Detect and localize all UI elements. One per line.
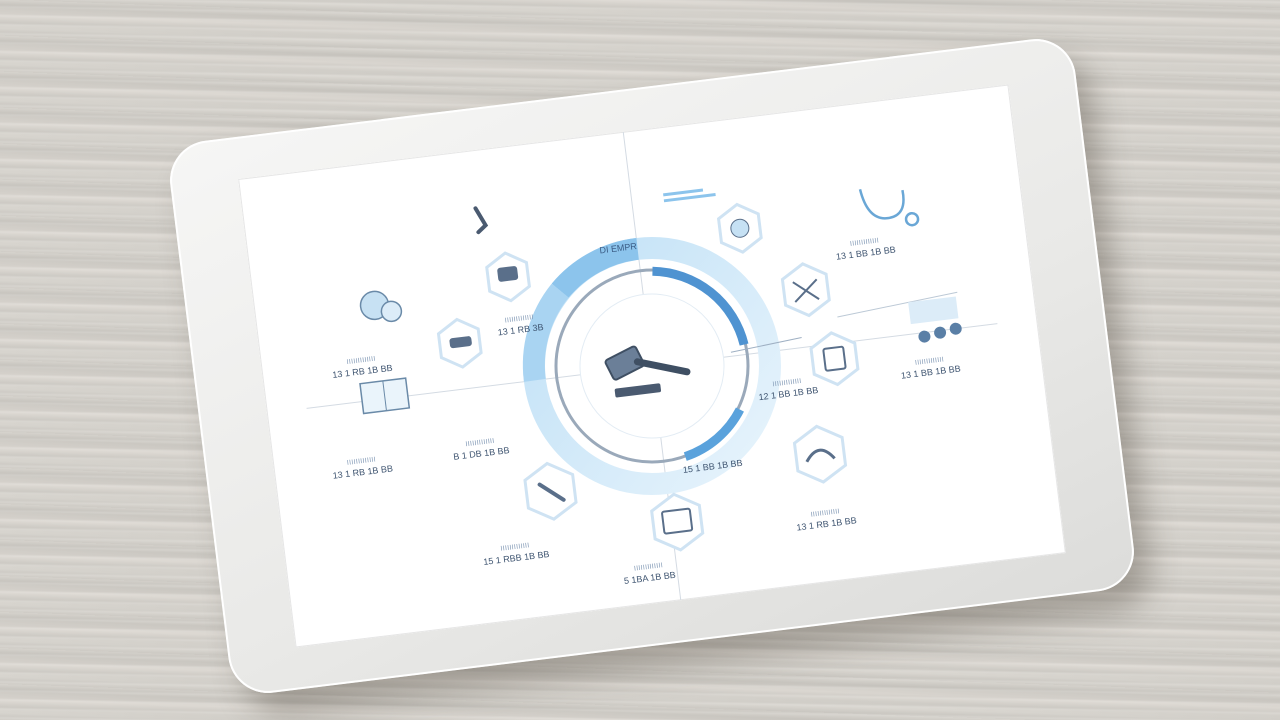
- chart-dots-icon: [908, 296, 962, 343]
- connector-line-2: [837, 291, 958, 318]
- hex-node-5: [809, 331, 860, 387]
- hex-node-8: [650, 492, 705, 552]
- book-icon: [359, 377, 411, 415]
- tablet-device: DI EMPR IIIIIIIIIIIII 13 1 RB 3B IIIIIII…: [165, 34, 1139, 698]
- ring-progress-segment: [652, 266, 749, 346]
- tablet-screen: DI EMPR IIIIIIIIIIIII 13 1 RB 3B IIIIIII…: [238, 84, 1066, 648]
- ring-progress-segment-2: [683, 407, 744, 461]
- hex-node-6: [792, 424, 848, 484]
- hex-node-7: [523, 461, 578, 521]
- title-bars-icon: [663, 188, 716, 203]
- connector-line: [730, 337, 802, 353]
- hex-node-1: [485, 251, 531, 303]
- hex-node-2: [436, 317, 483, 369]
- gavel-icon: [604, 345, 691, 398]
- ring-accent-top: [551, 237, 640, 298]
- inner-ring: [554, 268, 750, 464]
- hex-node-3: [716, 202, 763, 254]
- molecule-icon: [359, 290, 403, 323]
- outer-ring: [523, 237, 781, 495]
- microscope-icon: [473, 206, 489, 235]
- hex-node-4: [780, 262, 831, 318]
- ring-accent-left: [522, 283, 569, 382]
- stethoscope-icon: [858, 189, 920, 227]
- infographic-canvas: [306, 131, 998, 601]
